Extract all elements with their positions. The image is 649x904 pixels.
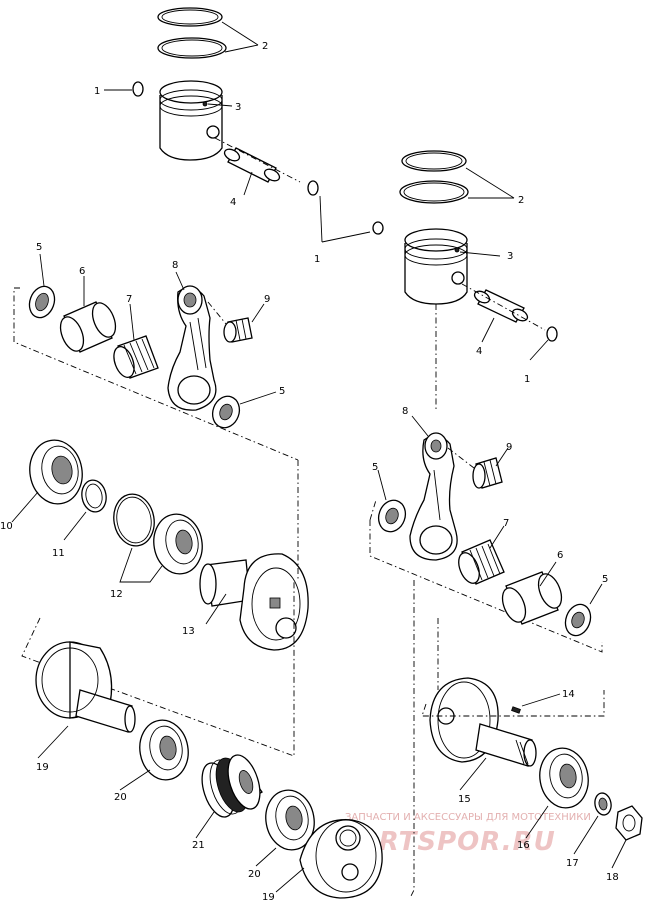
label-15: 15 [458,794,471,805]
label-13: 13 [182,626,195,637]
piston-pin-left [223,147,281,183]
circlip-ring-12 [113,493,155,547]
needle-bearing-left-lower [113,335,159,379]
label-4-left: 4 [230,197,236,208]
label-18: 18 [606,872,619,883]
connecting-rod-left [167,285,217,411]
label-1-middle: 1 [314,254,320,265]
circlip-left-pin [307,180,319,196]
thrust-washer-left-lower [211,395,241,429]
needle-bearing-right-lower [458,539,505,585]
main-bearing-20-lower [265,789,315,851]
nut-18 [615,805,643,841]
needle-bearing-left-upper [223,317,253,343]
circlip-right-pin [546,326,558,342]
crank-pin-left [59,301,117,353]
label-21: 21 [192,840,205,851]
label-8-left: 8 [172,260,178,271]
watermark-tagline: ЗАПЧАСТИ И АКСЕССУАРЫ ДЛЯ МОТОТЕХНИКИ [345,812,591,823]
label-16: 16 [517,840,530,851]
main-bearing-20-upper [139,719,189,781]
piston-ring-right-lower [399,180,469,204]
crank-pin-right [501,571,563,625]
label-6-left: 6 [79,266,85,277]
main-bearing-left-outer [29,439,83,505]
label-3-right: 3 [507,251,513,262]
main-bearing-left-inner [153,513,203,575]
crankshaft-left-half [199,553,309,651]
thrust-washer-right-lower [564,603,592,637]
thrust-washer-right-upper [377,499,407,533]
label-11: 11 [52,548,65,559]
circlip-right-top [372,221,384,235]
label-20-lower: 20 [248,869,261,880]
label-1-left-top: 1 [94,86,100,97]
thrust-washer-left-upper [28,285,56,319]
needle-bearing-right-upper [472,457,503,489]
connecting-rod-right [409,432,458,561]
piston-ring-right-upper [401,150,467,172]
bracket-left-rod [13,287,299,461]
label-9-right: 9 [506,442,512,453]
label-19-right: 19 [262,892,275,903]
label-19-left: 19 [36,762,49,773]
part-labels: 2 1 3 4 2 1 3 4 1 5 6 7 8 9 5 10 11 12 1… [0,41,619,903]
label-2-left: 2 [262,41,268,52]
main-bearing-16 [539,747,589,809]
label-5-left-lower: 5 [279,386,285,397]
label-7-left: 7 [126,294,132,305]
label-3-left: 3 [235,102,241,113]
piston-ring-left-upper [157,7,223,27]
bracket-right-lower [421,690,605,717]
label-7-right: 7 [503,518,509,529]
washer-17 [594,792,612,816]
bracket-right-rod [369,499,603,653]
piston-left [159,80,223,161]
label-8-right: 8 [402,406,408,417]
flywheel-shaft-19-right [299,819,383,899]
label-2-right: 2 [518,195,524,206]
label-1-right: 1 [524,374,530,385]
flywheel-shaft-19-left [35,641,136,733]
label-17: 17 [566,858,579,869]
seal-ring-11 [81,479,107,513]
label-9-left: 9 [264,294,270,305]
circlip-left-top [132,81,144,97]
label-5-right-lower: 5 [602,574,608,585]
label-6-right: 6 [557,550,563,561]
label-5-right: 5 [372,462,378,473]
label-4-right: 4 [476,346,482,357]
label-14: 14 [562,689,575,700]
label-20-upper: 20 [114,792,127,803]
piston-ring-left-lower [157,37,227,59]
crankshaft-right-half [429,618,537,767]
bracket-left-lower [21,580,295,757]
label-5-left: 5 [36,242,42,253]
label-10: 10 [0,521,13,532]
piston-right [404,228,468,305]
label-12: 12 [110,589,123,600]
labyrinth-seal-21 [201,754,263,818]
